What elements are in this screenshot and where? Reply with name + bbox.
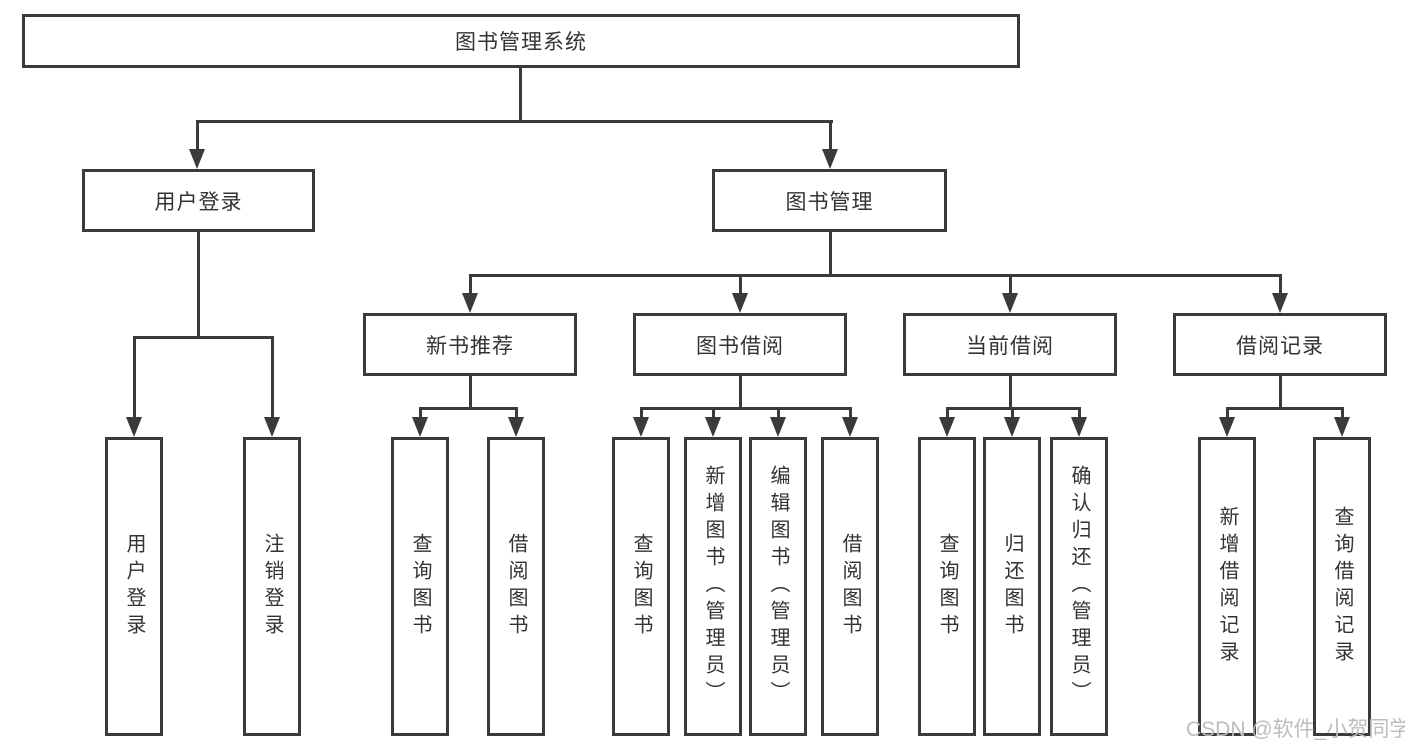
arrowhead-down-icon [126, 417, 142, 437]
connector-hline [133, 336, 274, 339]
connector-vline [515, 407, 518, 419]
leaf-logout: 注销登录 [243, 437, 301, 736]
connector-vline [519, 68, 522, 120]
connector-hline [196, 120, 833, 123]
arrowhead-down-icon [939, 417, 955, 437]
node-label: 编辑图书（管理员） [767, 465, 789, 708]
csdn-watermark: CSDN @软件_小贺同学 [1186, 718, 1405, 741]
connector-hline [640, 407, 852, 410]
arrowhead-down-icon [770, 417, 786, 437]
node-user-login: 用户登录 [82, 169, 315, 232]
node-label: 查询图书 [409, 532, 431, 641]
node-book-management: 图书管理 [712, 169, 947, 232]
node-label: 借阅图书 [505, 532, 527, 641]
connector-vline [469, 376, 472, 407]
arrowhead-down-icon [633, 417, 649, 437]
node-label: 查询图书 [936, 532, 958, 641]
connector-vline [829, 232, 832, 274]
connector-vline [946, 407, 949, 419]
arrowhead-down-icon [264, 417, 280, 437]
connector-vline [1341, 407, 1344, 419]
leaf-borrowing-add-books-admin: 新增图书（管理员） [684, 437, 742, 736]
connector-vline [1009, 376, 1012, 407]
leaf-current-query-books: 查询图书 [918, 437, 976, 736]
leaf-current-return-books: 归还图书 [983, 437, 1041, 736]
connector-vline [133, 336, 136, 419]
arrowhead-down-icon [1071, 417, 1087, 437]
connector-vline [197, 232, 200, 336]
connector-vline [469, 274, 472, 295]
leaf-user-login: 用户登录 [105, 437, 163, 736]
connector-vline [829, 120, 832, 151]
arrowhead-down-icon [705, 417, 721, 437]
node-book-borrowing: 图书借阅 [633, 313, 847, 376]
connector-vline [1279, 274, 1282, 295]
arrowhead-down-icon [1002, 293, 1018, 313]
node-new-book-recommendation: 新书推荐 [363, 313, 577, 376]
node-label: 确认归还（管理员） [1068, 465, 1090, 708]
connector-vline [849, 407, 852, 419]
node-label: 当前借阅 [966, 334, 1054, 358]
leaf-recommend-borrow-books: 借阅图书 [487, 437, 545, 736]
node-label: 用户登录 [154, 190, 243, 214]
connector-vline [739, 274, 742, 295]
arrowhead-down-icon [1272, 293, 1288, 313]
connector-vline [271, 336, 274, 419]
arrowhead-down-icon [1334, 417, 1350, 437]
leaf-recommend-query-books: 查询图书 [391, 437, 449, 736]
leaf-records-add-record: 新增借阅记录 [1198, 437, 1256, 736]
connector-hline [469, 274, 1282, 277]
connector-hline [419, 407, 518, 410]
arrowhead-down-icon [462, 293, 478, 313]
connector-vline [640, 407, 643, 419]
node-label: 新增借阅记录 [1216, 505, 1238, 668]
connector-vline [1009, 274, 1012, 295]
connector-vline [196, 120, 199, 151]
connector-hline [1226, 407, 1344, 410]
arrowhead-down-icon [189, 149, 205, 169]
connector-vline [1226, 407, 1229, 419]
connector-vline [739, 376, 742, 407]
arrowhead-down-icon [412, 417, 428, 437]
node-label: 注销登录 [261, 532, 283, 641]
connector-vline [712, 407, 715, 419]
arrowhead-down-icon [842, 417, 858, 437]
arrowhead-down-icon [1004, 417, 1020, 437]
node-label: 归还图书 [1001, 532, 1023, 641]
node-label: 借阅记录 [1236, 334, 1324, 358]
arrowhead-down-icon [822, 149, 838, 169]
node-current-borrowing: 当前借阅 [903, 313, 1117, 376]
node-label: 借阅图书 [839, 532, 861, 641]
node-label: 新书推荐 [426, 334, 514, 358]
leaf-current-confirm-return-admin: 确认归还（管理员） [1050, 437, 1108, 736]
leaf-records-query-record: 查询借阅记录 [1313, 437, 1371, 736]
connector-vline [777, 407, 780, 419]
connector-vline [1078, 407, 1081, 419]
node-library-system: 图书管理系统 [22, 14, 1020, 68]
node-label: 查询借阅记录 [1331, 505, 1353, 668]
connector-vline [419, 407, 422, 419]
node-label: 图书管理 [785, 190, 874, 214]
leaf-borrowing-query-books: 查询图书 [612, 437, 670, 736]
leaf-borrowing-borrow-books: 借阅图书 [821, 437, 879, 736]
node-label: 图书管理系统 [455, 31, 587, 54]
connector-vline [1279, 376, 1282, 407]
node-label: 图书借阅 [696, 334, 784, 358]
arrowhead-down-icon [508, 417, 524, 437]
node-borrowing-records: 借阅记录 [1173, 313, 1387, 376]
node-label: 新增图书（管理员） [702, 465, 724, 708]
arrowhead-down-icon [1219, 417, 1235, 437]
node-label: 查询图书 [630, 532, 652, 641]
node-label: 用户登录 [123, 532, 145, 641]
connector-vline [1011, 407, 1014, 419]
arrowhead-down-icon [732, 293, 748, 313]
leaf-borrowing-edit-books-admin: 编辑图书（管理员） [749, 437, 807, 736]
